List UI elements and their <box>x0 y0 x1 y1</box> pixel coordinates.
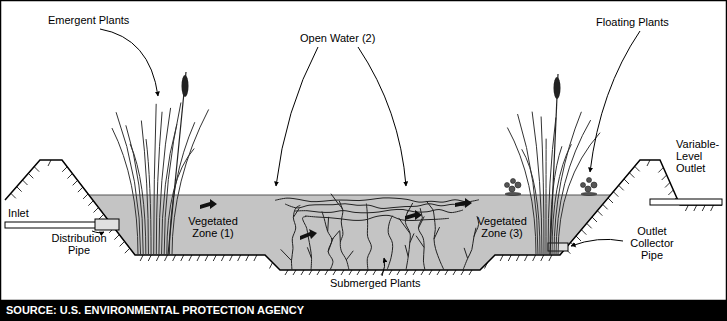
distribution-pipe <box>95 219 119 230</box>
zone-label: Open Water (2) <box>300 32 400 44</box>
caption-bar <box>0 300 727 321</box>
flow-arrows <box>200 198 472 240</box>
basin-outline <box>5 160 722 270</box>
pipe-label: Inlet <box>8 207 48 219</box>
pipe-label: Variable-Level Outlet <box>676 138 724 174</box>
plant-label: Emergent Plants <box>48 14 148 26</box>
frame <box>1 1 727 301</box>
pipe-label: Outlet Collector Pipe <box>625 225 679 261</box>
submerged-plants <box>275 194 479 270</box>
zone-label: Vegetated Zone (1) <box>183 215 243 239</box>
leader-lines <box>92 29 640 276</box>
plant-label: Submerged Plants <box>330 277 440 289</box>
emergent-plants <box>112 103 600 255</box>
pipe-label: Distribution Pipe <box>45 232 113 256</box>
zone-label: Vegetated Zone (3) <box>476 215 528 239</box>
plant-label: Floating Plants <box>596 16 696 28</box>
inlet-pipe <box>5 222 97 228</box>
source-caption: SOURCE: U.S. ENVIRONMENTAL PROTECTION AG… <box>6 304 304 317</box>
outlet-pipe <box>650 199 722 205</box>
floating-plants <box>505 178 598 196</box>
cattails <box>168 72 561 255</box>
ground-hatching <box>11 160 714 275</box>
